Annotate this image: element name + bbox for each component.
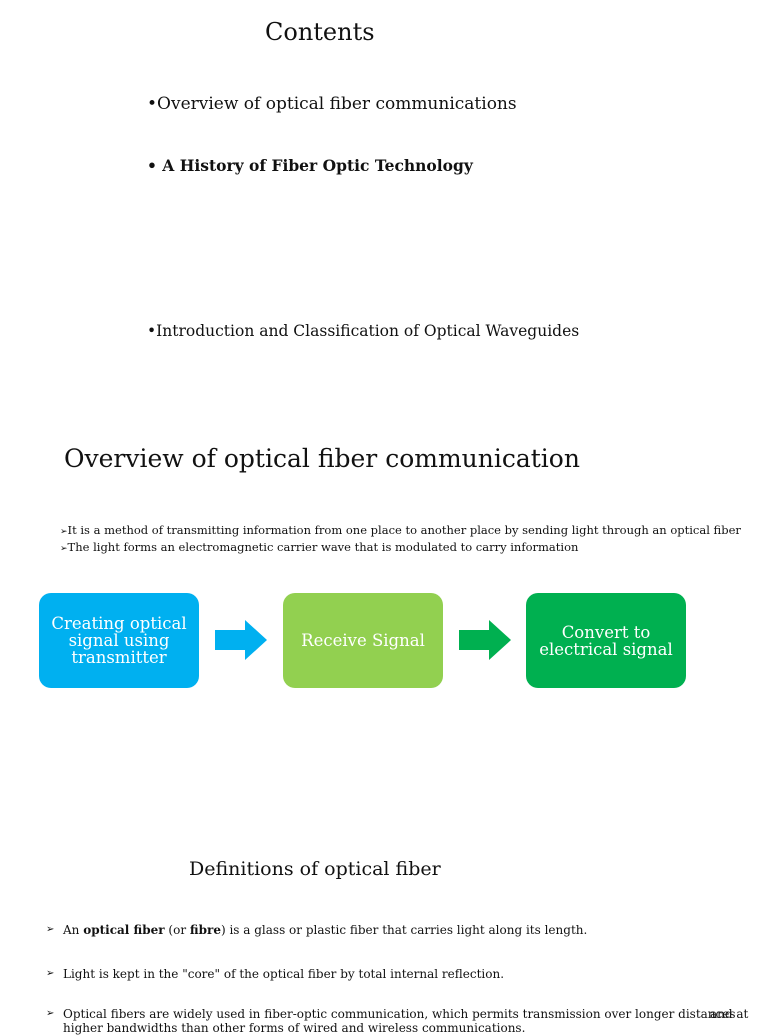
flow-step-label: Receive Signal	[301, 631, 425, 650]
definition-term: fibre	[189, 923, 221, 937]
toc-item-overview: •Overview of optical fiber communication…	[147, 94, 517, 114]
flow-step-convert-signal: Convert to electrical signal	[526, 593, 686, 688]
bullet-arrow-icon: ➢	[60, 544, 68, 554]
contents-title: Contents	[265, 18, 375, 46]
definition-item-continuation: higher bandwidths than other forms of wi…	[63, 1021, 526, 1035]
toc-item-history: • A History of Fiber Optic Technology	[147, 156, 473, 175]
definitions-title: Definitions of optical fiber	[189, 858, 441, 880]
definition-term: optical fiber	[83, 923, 165, 937]
definition-item: Optical fibers are widely used in fiber-…	[63, 1007, 736, 1021]
bullet-arrow-icon: ➢	[60, 527, 68, 537]
definition-item: An optical fiber (or fibre) is a glass o…	[63, 923, 587, 937]
toc-item-introduction: •Introduction and Classification of Opti…	[147, 322, 580, 340]
definition-text: ) is a glass or plastic fiber that carri…	[220, 923, 588, 937]
flow-step-receive-signal: Receive Signal	[283, 593, 443, 688]
flow-step-label: Convert to electrical signal	[539, 622, 673, 659]
overview-bullet: ➢The light forms an electromagnetic carr…	[60, 540, 578, 554]
flow-step-label: Creating optical signal using transmitte…	[51, 614, 187, 667]
flow-arrow-right-icon	[215, 620, 267, 660]
definition-item: Light is kept in the "core" of the optic…	[63, 967, 505, 981]
overview-bullet-text: It is a method of transmitting informati…	[67, 523, 741, 537]
bullet-arrow-icon: ➢	[46, 924, 55, 935]
bullet-arrow-icon: ➢	[46, 968, 55, 979]
bullet-arrow-icon: ➢	[46, 1008, 55, 1019]
definition-item-trail: and at	[710, 1007, 749, 1021]
definition-text: An	[63, 923, 84, 937]
overview-bullet: ➢It is a method of transmitting informat…	[60, 523, 741, 537]
overview-bullet-text: The light forms an electromagnetic carri…	[67, 540, 579, 554]
flow-arrow-right-icon	[459, 620, 511, 660]
overview-title: Overview of optical fiber communication	[64, 444, 580, 473]
flow-step-create-signal: Creating optical signal using transmitte…	[39, 593, 199, 688]
definition-text: (or	[164, 923, 190, 937]
